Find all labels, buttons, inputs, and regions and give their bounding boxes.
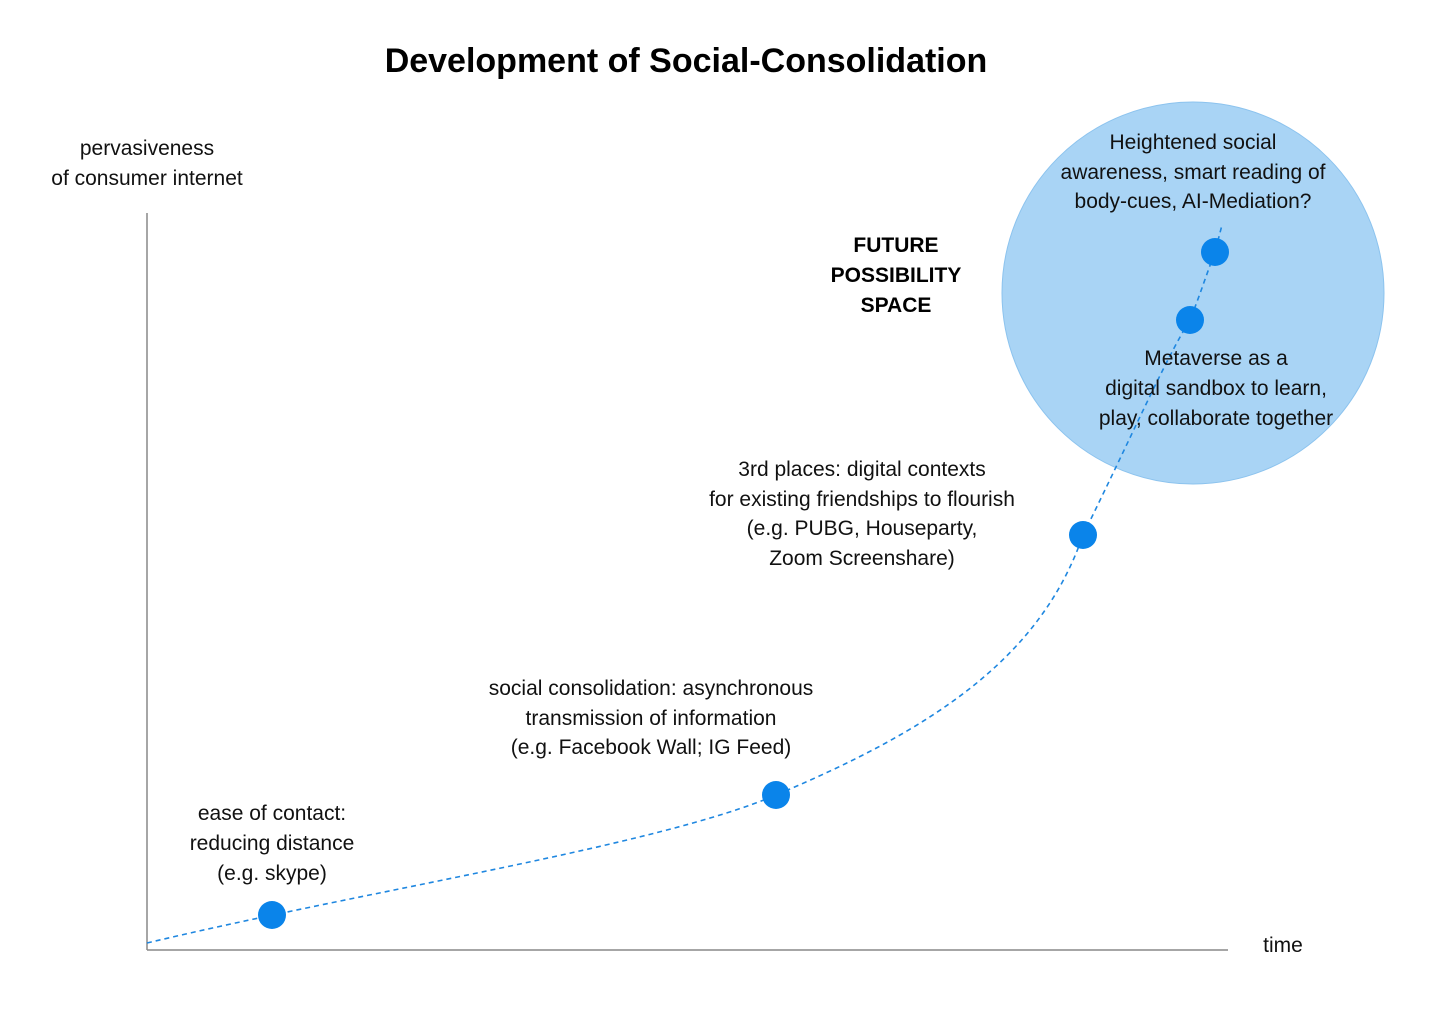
diagram-title: Development of Social-Consolidation	[385, 42, 988, 80]
milestone-3-line-4: Zoom Screenshare)	[769, 547, 955, 570]
milestone-5-line-1: Heightened social	[1110, 131, 1277, 154]
milestone-dot-metaverse	[1176, 306, 1204, 334]
x-axis-label: time	[1263, 934, 1303, 957]
milestone-3-line-1: 3rd places: digital contexts	[738, 458, 985, 481]
future-possibility-circle	[1001, 101, 1385, 485]
milestone-1-line-1: ease of contact:	[198, 802, 346, 825]
y-axis-label-line-2: of consumer internet	[51, 167, 243, 190]
milestone-3-line-3: (e.g. PUBG, Houseparty,	[747, 517, 978, 540]
milestone-4-line-3: play, collaborate together	[1099, 407, 1333, 430]
milestone-4-line-2: digital sandbox to learn,	[1105, 377, 1327, 400]
milestone-dot-third-places	[1069, 521, 1097, 549]
milestone-2-line-1: social consolidation: asynchronous	[489, 677, 814, 700]
milestone-dot-skype	[258, 901, 286, 929]
milestone-5-line-3: body-cues, AI-Mediation?	[1075, 190, 1312, 213]
milestone-1-line-2: reducing distance	[190, 832, 355, 855]
future-label-line-3: SPACE	[861, 294, 932, 317]
milestone-3-line-2: for existing friendships to flourish	[709, 488, 1015, 511]
milestone-1-line-3: (e.g. skype)	[217, 862, 327, 885]
milestone-2-line-2: transmission of information	[526, 707, 777, 730]
y-axis-label-line-1: pervasiveness	[80, 137, 214, 160]
milestone-2-line-3: (e.g. Facebook Wall; IG Feed)	[511, 736, 792, 759]
milestone-dot-social-consolidation	[762, 781, 790, 809]
milestone-dot-ai-mediation	[1201, 238, 1229, 266]
future-label-line-1: FUTURE	[853, 234, 938, 257]
future-label-line-2: POSSIBILITY	[831, 264, 962, 287]
milestone-4-line-1: Metaverse as a	[1144, 347, 1288, 370]
milestone-5-line-2: awareness, smart reading of	[1061, 161, 1326, 184]
